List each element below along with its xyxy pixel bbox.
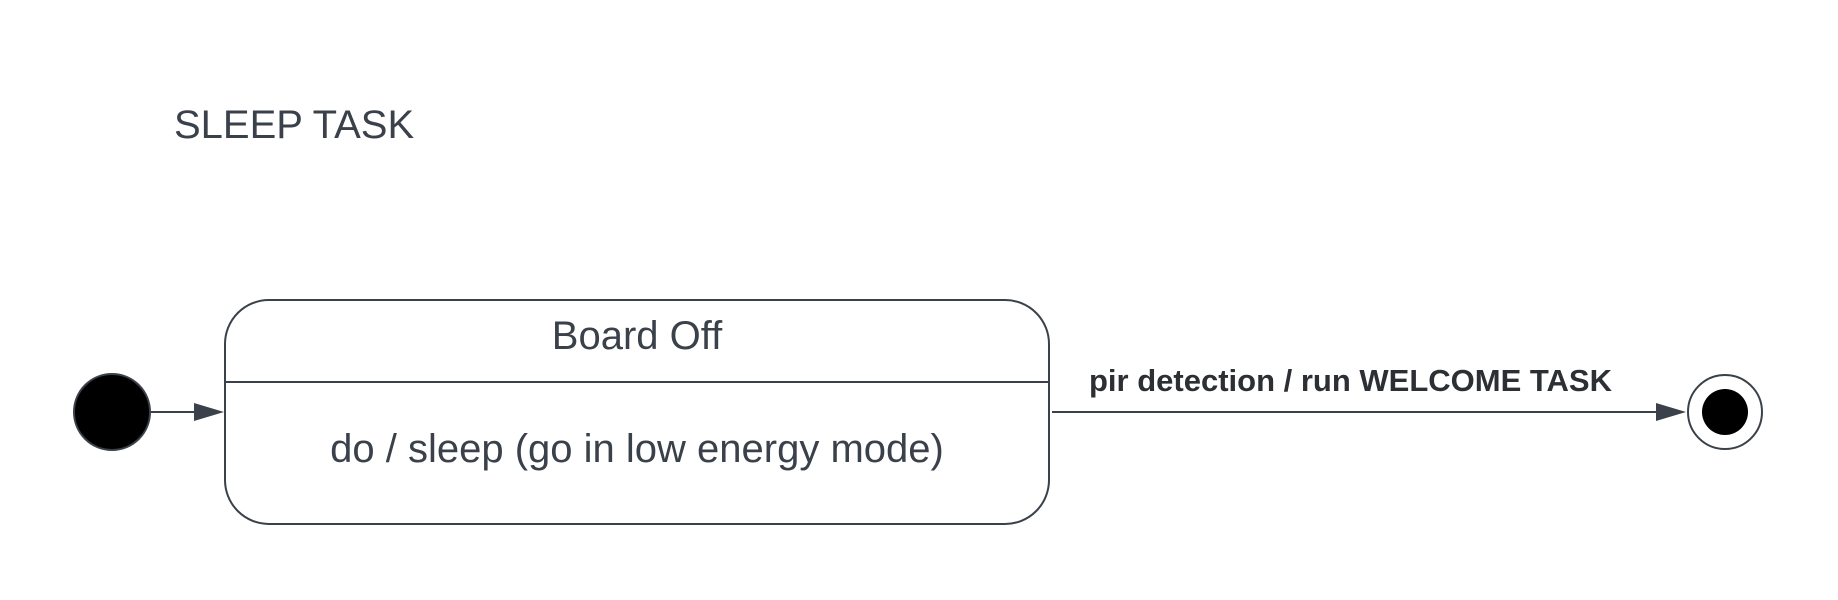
- state-activity: do / sleep (go in low energy mode): [330, 427, 944, 471]
- exit-transition-arrow: [1052, 403, 1686, 421]
- initial-node: [73, 373, 151, 451]
- final-node: [1687, 374, 1763, 450]
- state-name: Board Off: [552, 314, 723, 358]
- state-box: [224, 299, 1050, 525]
- diagram-title: SLEEP TASK: [174, 103, 414, 147]
- transition-label: pir detection / run WELCOME TASK: [1089, 363, 1613, 398]
- state-board-off: Board Off do / sleep (go in low energy m…: [224, 299, 1050, 525]
- initial-transition-arrow: [150, 403, 224, 421]
